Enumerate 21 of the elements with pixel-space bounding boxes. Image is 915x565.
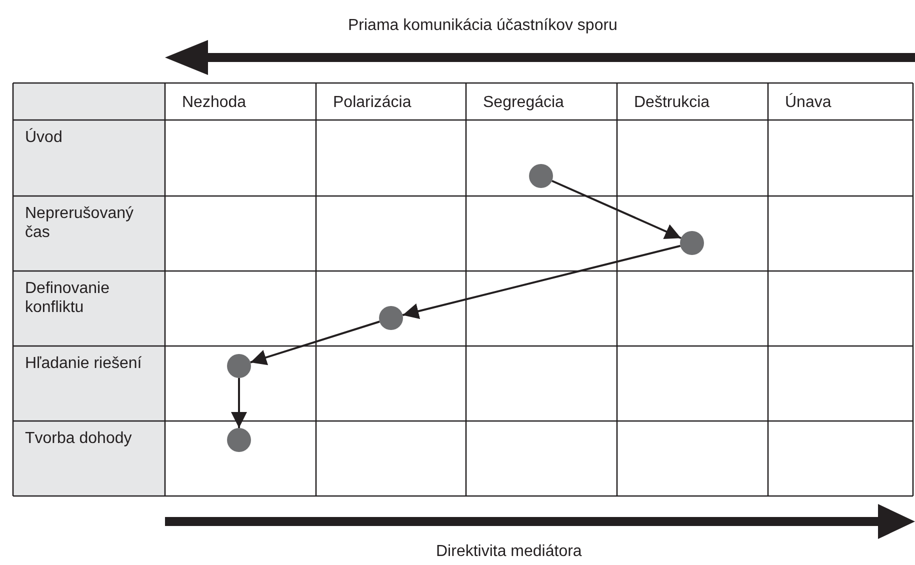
- dot-marker: [379, 306, 403, 330]
- column-header: Segregácia: [483, 93, 564, 112]
- arrow: [552, 180, 682, 240]
- arrow: [250, 320, 380, 366]
- dot-marker: [680, 231, 704, 255]
- column-header: Deštrukcia: [634, 93, 710, 112]
- row-header: Definovanie konfliktu: [25, 279, 110, 317]
- row-header: Hľadanie riešení: [25, 354, 143, 373]
- row-header: Úvod: [25, 128, 64, 147]
- dot-marker: [227, 354, 251, 378]
- arrow: [231, 378, 247, 428]
- axis-label: Direktivita mediátora: [436, 542, 582, 561]
- dot-marker: [227, 428, 251, 452]
- row-header: Tvorba dohody: [25, 429, 133, 448]
- column-header: Polarizácia: [333, 93, 412, 112]
- column-header: Nezhoda: [182, 93, 246, 112]
- dot-marker: [529, 164, 553, 188]
- axis-label: Priama komunikácia účastníkov sporu: [348, 16, 618, 35]
- row-header: Neprerušovaný čas: [25, 204, 134, 242]
- arrow: [402, 244, 681, 319]
- column-header: Únava: [785, 93, 832, 112]
